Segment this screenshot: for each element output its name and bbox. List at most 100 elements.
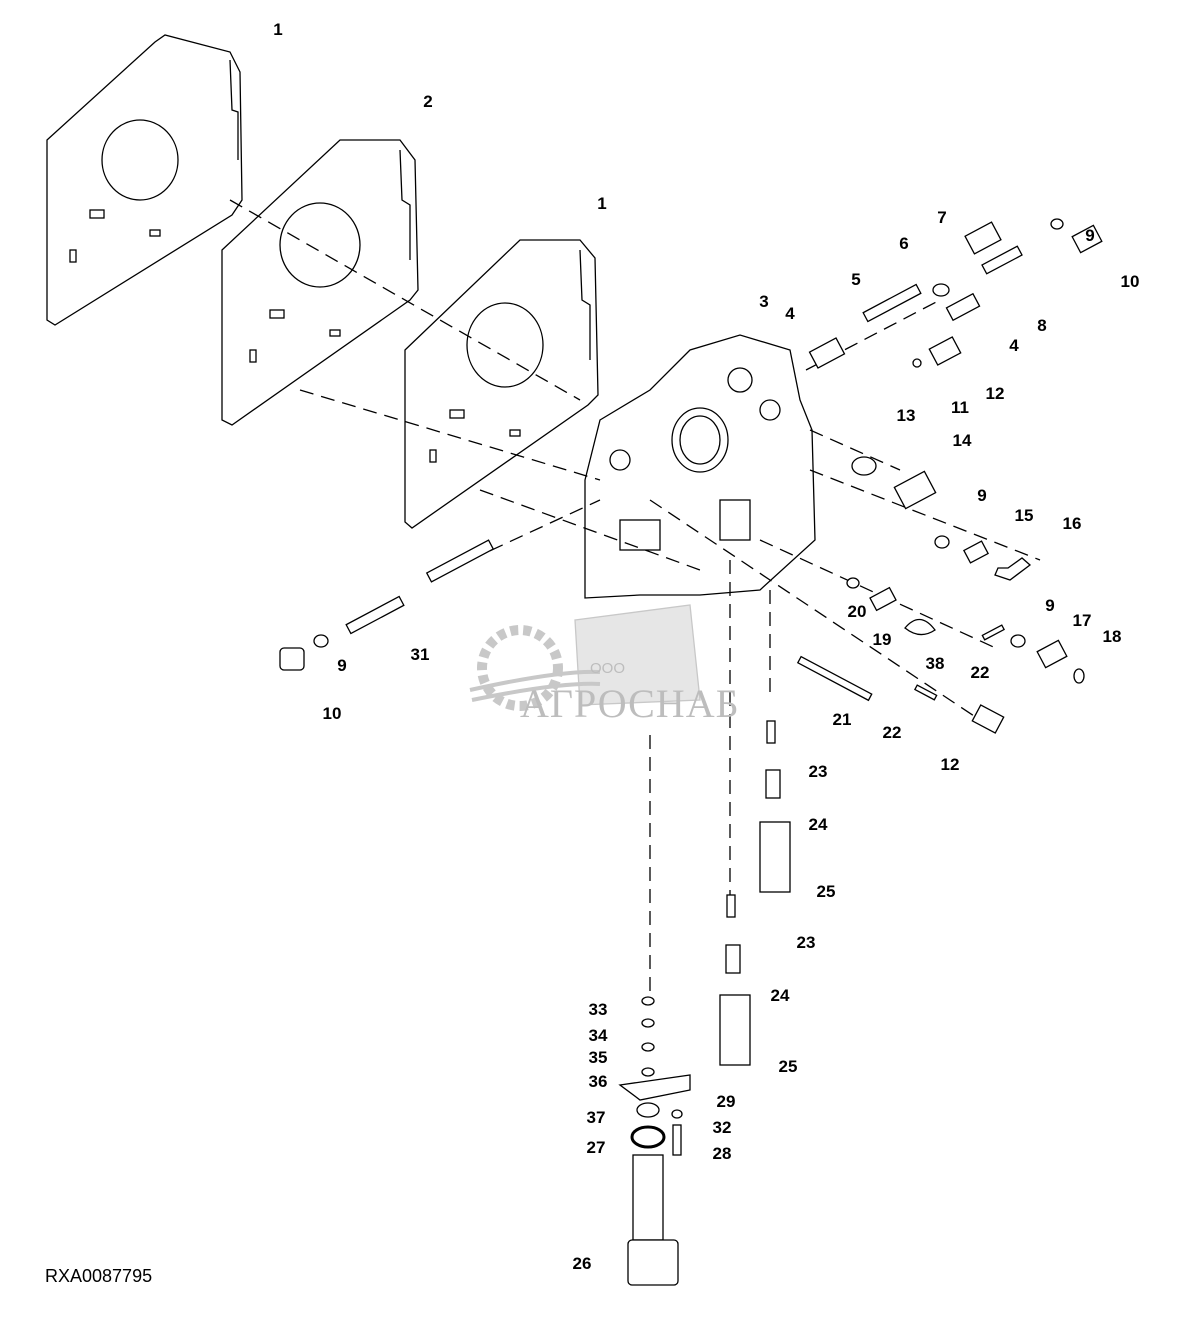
callout-22: 22 xyxy=(970,663,990,682)
part-18 xyxy=(1073,668,1085,684)
callout-15: 15 xyxy=(1014,506,1034,525)
callout-1: 1 xyxy=(273,20,283,39)
callout-38: 38 xyxy=(925,654,945,673)
callout-22: 22 xyxy=(882,723,902,742)
callout-8: 8 xyxy=(1037,316,1047,335)
part-8-spring xyxy=(981,245,1023,275)
callout-12: 12 xyxy=(940,755,960,774)
part-24b xyxy=(725,944,741,974)
callout-3: 3 xyxy=(759,292,769,311)
callout-24: 24 xyxy=(808,815,828,834)
valve-housing xyxy=(584,334,816,599)
part-21-bolt xyxy=(796,655,873,702)
callout-23: 23 xyxy=(796,933,816,952)
callout-9: 9 xyxy=(1085,226,1095,245)
part-10-plug xyxy=(1071,224,1103,254)
part-26-body xyxy=(627,1239,679,1286)
callout-23: 23 xyxy=(808,762,828,781)
part-34 xyxy=(641,1018,655,1028)
callout-25: 25 xyxy=(816,882,836,901)
watermark-prefix: ООО xyxy=(590,660,626,677)
part-23b xyxy=(726,894,736,918)
part-6-oring xyxy=(932,283,950,297)
part-36 xyxy=(641,1067,655,1077)
callout-31: 31 xyxy=(410,645,430,664)
callout-24: 24 xyxy=(770,986,790,1005)
part-32 xyxy=(671,1109,683,1119)
part-12 xyxy=(928,336,962,366)
callout-21: 21 xyxy=(832,710,852,729)
separator-plate-1-front xyxy=(404,239,599,529)
part-13-oring xyxy=(851,456,877,476)
part-33 xyxy=(641,996,655,1006)
callout-18: 18 xyxy=(1102,627,1122,646)
part-11-oring xyxy=(912,358,922,368)
part-22 xyxy=(981,624,1005,641)
part-7 xyxy=(964,221,1002,255)
callout-6: 6 xyxy=(899,234,909,253)
part-22b xyxy=(914,684,938,701)
drawing-code: RXA0087795 xyxy=(45,1266,153,1286)
callout-32: 32 xyxy=(712,1118,732,1137)
callout-4: 4 xyxy=(1009,336,1019,355)
parts xyxy=(279,218,1103,1286)
callout-34: 34 xyxy=(588,1026,608,1045)
separator-plate-1-rear xyxy=(46,34,243,326)
callout-4: 4 xyxy=(785,304,795,323)
part-9-oring xyxy=(1050,218,1064,230)
assembly-lines xyxy=(229,199,1041,1000)
callout-27: 27 xyxy=(586,1138,606,1157)
separator-plate-2 xyxy=(221,139,419,426)
callout-11: 11 xyxy=(951,398,969,417)
part-4 xyxy=(808,337,846,369)
callout-14: 14 xyxy=(952,431,972,450)
part-38 xyxy=(904,618,936,636)
part-20 xyxy=(846,577,860,589)
callout-7: 7 xyxy=(937,208,947,227)
callout-10: 10 xyxy=(322,704,342,723)
part-25 xyxy=(759,821,791,893)
part-26 xyxy=(632,1154,664,1241)
part-9c xyxy=(934,535,950,549)
callout-17: 17 xyxy=(1072,611,1092,630)
callout-12: 12 xyxy=(985,384,1005,403)
callout-9: 9 xyxy=(977,486,987,505)
part-27 xyxy=(630,1125,666,1149)
callout-20: 20 xyxy=(847,602,867,621)
callout-36: 36 xyxy=(588,1072,608,1091)
part-19 xyxy=(869,586,897,612)
callout-16: 16 xyxy=(1062,514,1082,533)
callout-19: 19 xyxy=(872,630,892,649)
part-37 xyxy=(636,1102,660,1118)
part-4b xyxy=(945,292,981,322)
part-9d xyxy=(1010,634,1026,648)
callout-9: 9 xyxy=(337,656,347,675)
part-15 xyxy=(963,540,989,564)
callout-13: 13 xyxy=(896,406,916,425)
part-16-elbow xyxy=(994,557,1032,581)
callout-29: 29 xyxy=(716,1092,736,1111)
callout-10: 10 xyxy=(1120,272,1140,291)
plate-holes xyxy=(69,209,521,463)
callout-33: 33 xyxy=(588,1000,608,1019)
watermark-text: АГРОСНАБ xyxy=(520,681,740,726)
callout-28: 28 xyxy=(712,1144,732,1163)
callout-35: 35 xyxy=(588,1048,608,1067)
callout-37: 37 xyxy=(586,1108,606,1127)
callout-26: 26 xyxy=(572,1254,592,1273)
callout-25: 25 xyxy=(778,1057,798,1076)
part-24 xyxy=(765,769,781,799)
callout-2: 2 xyxy=(423,92,433,111)
callout-5: 5 xyxy=(851,270,861,289)
part-17 xyxy=(1036,639,1068,669)
part-12b xyxy=(971,704,1005,734)
part-25b xyxy=(719,994,751,1066)
part-10b-plug xyxy=(279,647,305,671)
part-23-spring xyxy=(766,720,776,744)
part-29 xyxy=(618,1074,691,1101)
part-14 xyxy=(893,470,937,510)
part-35 xyxy=(641,1042,655,1052)
part-31-spring xyxy=(345,595,405,635)
